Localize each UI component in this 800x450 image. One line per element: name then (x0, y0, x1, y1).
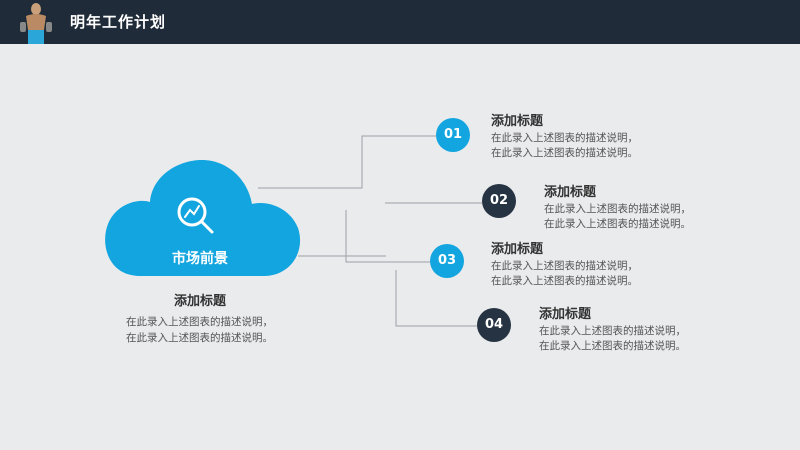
item-4-badge: 04 (477, 308, 511, 342)
item-1-badge: 01 (436, 118, 470, 152)
item-2-badge: 02 (482, 184, 516, 218)
item-2-line1: 在此录入上述图表的描述说明， (544, 203, 691, 215)
item-1-line1: 在此录入上述图表的描述说明， (491, 132, 638, 144)
item-2-title: 添加标题 (544, 185, 597, 200)
item-3-line1: 在此录入上述图表的描述说明， (491, 260, 638, 272)
item-1-line2: 在此录入上述图表的描述说明。 (491, 147, 638, 159)
item-1-title: 添加标题 (491, 114, 544, 129)
item-3-title: 添加标题 (491, 242, 544, 257)
item-4-line2: 在此录入上述图表的描述说明。 (539, 340, 686, 352)
main-description: 在此录入上述图表的描述说明，在此录入上述图表的描述说明。 (126, 316, 273, 344)
connector-lines (258, 135, 482, 327)
magnifier-chart-icon (177, 197, 214, 234)
item-3-line2: 在此录入上述图表的描述说明。 (491, 275, 638, 287)
page-title: 明年工作计划 (70, 13, 167, 31)
item-1-description: 在此录入上述图表的描述说明， 在此录入上述图表的描述说明。 (491, 131, 711, 161)
item-2-line2: 在此录入上述图表的描述说明。 (544, 218, 691, 230)
item-4-description: 在此录入上述图表的描述说明， 在此录入上述图表的描述说明。 (539, 324, 759, 354)
item-4-title: 添加标题 (539, 307, 592, 322)
item-3-badge: 03 (430, 244, 464, 278)
item-4-line1: 在此录入上述图表的描述说明， (539, 325, 686, 337)
main-title: 添加标题 (173, 294, 226, 309)
item-3-description: 在此录入上述图表的描述说明， 在此录入上述图表的描述说明。 (491, 259, 711, 289)
cloud-label: 市场前景 (172, 251, 228, 267)
item-2-description: 在此录入上述图表的描述说明， 在此录入上述图表的描述说明。 (544, 202, 764, 232)
athlete-figure-icon (20, 3, 52, 44)
header-bar: 明年工作计划 (0, 0, 800, 44)
